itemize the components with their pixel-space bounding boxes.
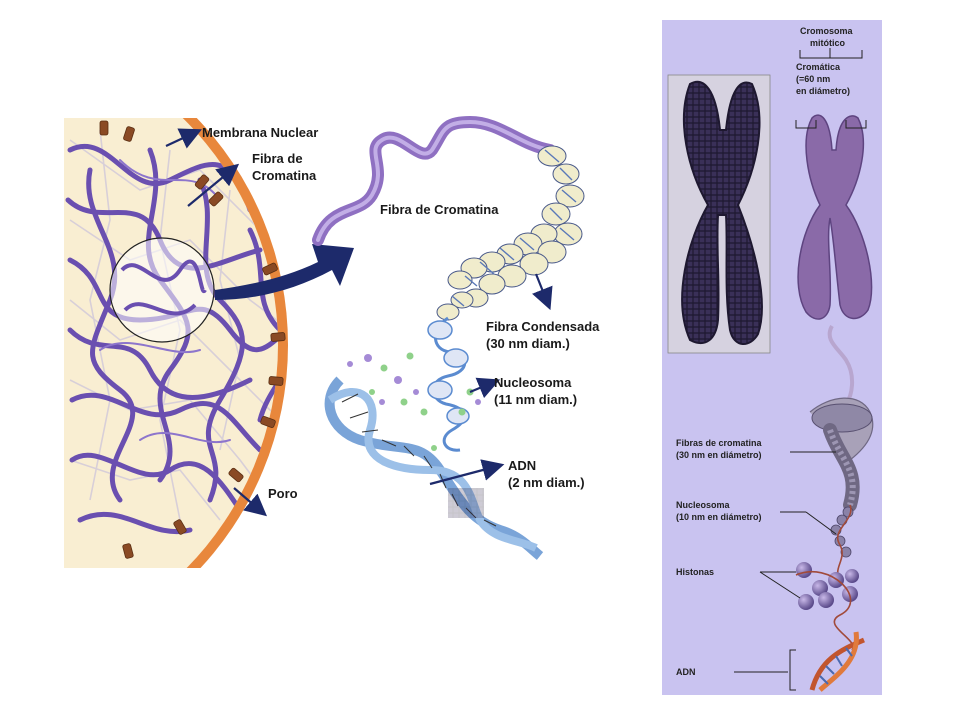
label-adn-right: ADN [676, 667, 696, 677]
pointer-arrows [165, 128, 553, 517]
label-adn: ADN [508, 458, 536, 473]
label-cromosoma: Cromosoma [800, 26, 854, 36]
supercoil [809, 325, 874, 512]
right-diagram: Cromosoma mitótico Cromática (=60 nm en … [662, 20, 882, 695]
label-fibras-size: (30 nm en diámetro) [676, 450, 762, 460]
label-fibras-de-cromatina: Fibras de cromatina [676, 438, 763, 448]
left-diagram: Membrana Nuclear Fibra de Cromatina Fibr… [64, 115, 600, 568]
cell-nucleus [64, 118, 288, 568]
label-fibra-de-cromatina: Fibra de Cromatina [380, 202, 499, 217]
label-histonas: Histonas [676, 567, 714, 577]
label-nucleosoma-right-size: (10 nm en diámetro) [676, 512, 762, 522]
label-cromatica-size: (=60 nm [796, 74, 830, 84]
label-membrana-nuclear: Membrana Nuclear [202, 125, 318, 140]
label-nucleosoma-size: (11 nm diam.) [494, 392, 577, 407]
chromosome-micrograph [667, 74, 771, 354]
leader-lines [734, 48, 867, 691]
nucleosome-string [347, 316, 481, 452]
label-nucleosoma: Nucleosoma [494, 375, 572, 390]
label-cromatica: Cromática [796, 62, 841, 72]
dna-helix-right [809, 631, 865, 692]
zoom-arrow [215, 244, 354, 300]
label-fibra-condensada-size: (30 nm diam.) [486, 336, 570, 351]
mitotic-chromosome [797, 114, 873, 320]
condensed-fiber [436, 145, 585, 321]
chromatin-fiber [312, 115, 556, 246]
label-poro: Poro [268, 486, 298, 501]
histone-balls [795, 562, 859, 651]
label-mitotico: mitótico [810, 38, 846, 48]
label-adn-size: (2 nm diam.) [508, 475, 585, 490]
label-fibra-de-cromatina-top-2: Cromatina [252, 168, 317, 183]
label-fibra-condensada: Fibra Condensada [486, 319, 600, 334]
label-fibra-de-cromatina-top-1: Fibra de [252, 151, 303, 166]
dna-helix [324, 376, 544, 560]
label-nucleosoma-right: Nucleosoma [676, 500, 731, 510]
label-cromatica-diam: en diámetro) [796, 86, 850, 96]
